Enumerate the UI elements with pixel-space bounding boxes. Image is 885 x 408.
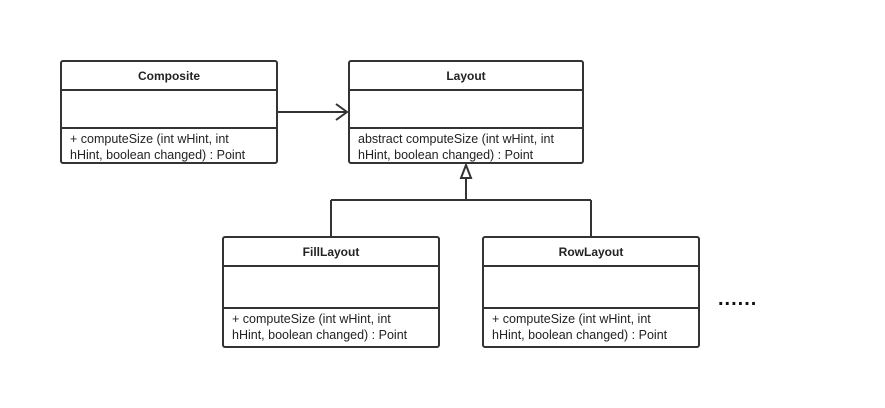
class-name: FillLayout — [224, 238, 438, 267]
class-filllayout[interactable]: FillLayout + computeSize (int wHint, int… — [222, 236, 440, 348]
operation-line: hHint, boolean changed) : Point — [492, 328, 668, 342]
operation-line: hHint, boolean changed) : Point — [70, 148, 246, 162]
attributes-compartment — [350, 91, 582, 129]
operations-compartment: + computeSize (int wHint, int hHint, boo… — [62, 129, 276, 162]
attributes-compartment — [62, 91, 276, 129]
class-name: Layout — [350, 62, 582, 91]
class-layout[interactable]: Layout abstract computeSize (int wHint, … — [348, 60, 584, 164]
operation-line: + computeSize (int wHint, int — [70, 132, 229, 146]
operation-line: + computeSize (int wHint, int — [492, 312, 651, 326]
class-rowlayout[interactable]: RowLayout + computeSize (int wHint, int … — [482, 236, 700, 348]
more-subclasses-ellipsis: ...... — [718, 288, 758, 310]
operation-line: + computeSize (int wHint, int — [232, 312, 391, 326]
operation-line: abstract computeSize (int wHint, int — [358, 132, 554, 146]
operation-line: hHint, boolean changed) : Point — [232, 328, 408, 342]
operation-line: hHint, boolean changed) : Point — [358, 148, 534, 162]
class-name: Composite — [62, 62, 276, 91]
class-composite[interactable]: Composite + computeSize (int wHint, int … — [60, 60, 278, 164]
operations-compartment: + computeSize (int wHint, int hHint, boo… — [484, 309, 698, 346]
operations-compartment: + computeSize (int wHint, int hHint, boo… — [224, 309, 438, 346]
association-arrowhead — [335, 103, 349, 121]
attributes-compartment — [484, 267, 698, 309]
generalization-triangle — [459, 162, 473, 179]
operations-compartment: abstract computeSize (int wHint, int hHi… — [350, 129, 582, 162]
class-name: RowLayout — [484, 238, 698, 267]
attributes-compartment — [224, 267, 438, 309]
